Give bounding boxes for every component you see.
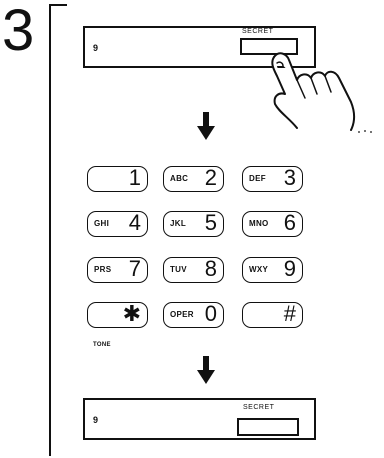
- key-letters: MNO: [249, 219, 269, 228]
- secret-label: SECRET: [243, 404, 274, 411]
- display-digit: 9: [93, 43, 98, 53]
- key-number: 0: [205, 300, 217, 328]
- key-letters: WXY: [249, 265, 268, 274]
- frame-border-left: [49, 4, 51, 456]
- key-number: 7: [129, 255, 141, 283]
- key-number: 4: [129, 209, 141, 237]
- key-letters: GHI: [94, 219, 109, 228]
- key-number: 8: [205, 255, 217, 283]
- key-number: 6: [284, 209, 296, 237]
- hand-icon: [255, 30, 383, 140]
- key-5[interactable]: JKL 5: [163, 211, 224, 237]
- key-letters: PRS: [94, 265, 111, 274]
- tone-label: TONE: [93, 342, 111, 348]
- frame-border-top: [49, 4, 67, 6]
- key-letters: JKL: [170, 219, 186, 228]
- display-digit: 9: [93, 415, 98, 425]
- key-number: 3: [284, 164, 296, 192]
- key-pound[interactable]: #: [242, 302, 303, 328]
- secret-button[interactable]: [237, 418, 299, 436]
- key-letters: DEF: [249, 174, 266, 183]
- key-6[interactable]: MNO 6: [242, 211, 303, 237]
- key-number: 2: [205, 164, 217, 192]
- bottom-display: 9 SECRET: [83, 398, 316, 440]
- down-arrow-icon: [196, 356, 216, 386]
- key-2[interactable]: ABC 2: [163, 166, 224, 192]
- step-number: 3: [2, 2, 34, 60]
- key-8[interactable]: TUV 8: [163, 257, 224, 283]
- key-letters: ABC: [170, 174, 188, 183]
- key-number: 5: [205, 209, 217, 237]
- key-3[interactable]: DEF 3: [242, 166, 303, 192]
- down-arrow-icon: [196, 112, 216, 142]
- key-letters: OPER: [170, 310, 194, 319]
- key-0[interactable]: OPER 0: [163, 302, 224, 328]
- key-4[interactable]: GHI 4: [87, 211, 148, 237]
- key-number: 9: [284, 255, 296, 283]
- key-9[interactable]: WXY 9: [242, 257, 303, 283]
- key-number: 1: [129, 164, 141, 192]
- key-1[interactable]: 1: [87, 166, 148, 192]
- key-letters: TUV: [170, 265, 187, 274]
- key-7[interactable]: PRS 7: [87, 257, 148, 283]
- key-number: ✱: [123, 300, 141, 328]
- key-star[interactable]: ✱: [87, 302, 148, 328]
- key-number: #: [284, 300, 296, 328]
